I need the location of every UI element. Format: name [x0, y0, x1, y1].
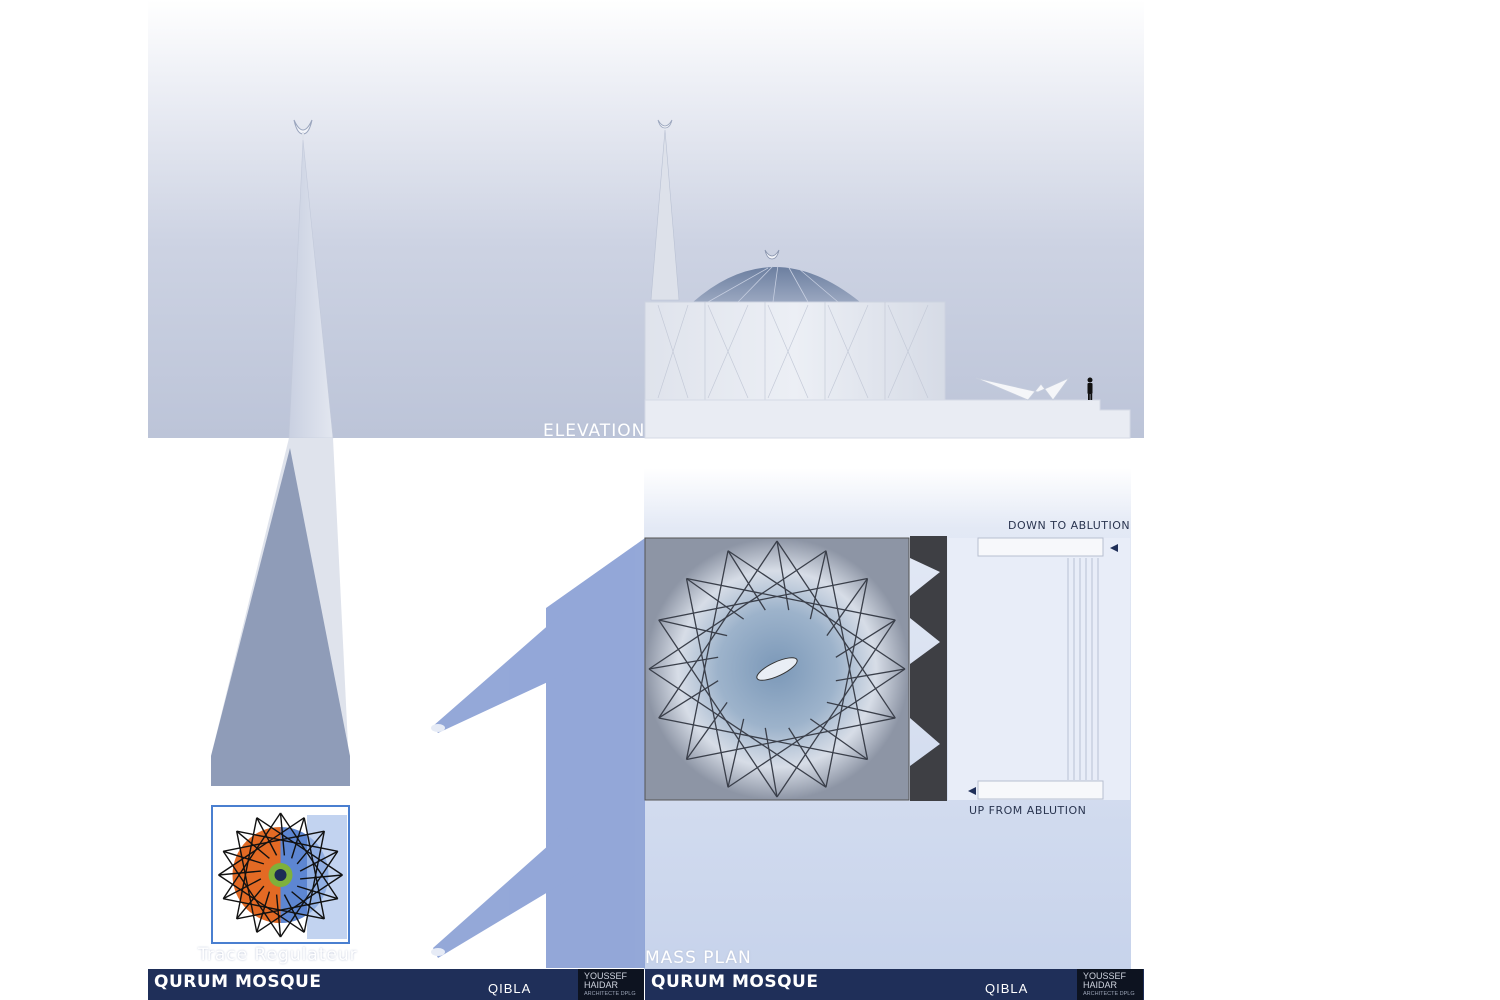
- crescent-logo-icon: [1029, 973, 1044, 998]
- orange-half: [232, 827, 281, 923]
- arrow-down-marker: [1110, 544, 1118, 552]
- dome-crescent: [764, 249, 780, 260]
- courtyard: [948, 538, 1130, 800]
- trace-regulateur-diagram: [211, 805, 350, 944]
- tall-minaret-spire: [288, 139, 334, 439]
- author-title: ARCHITECTE DPLG: [1083, 991, 1135, 997]
- author-last-name: HAIDAR: [1083, 980, 1118, 990]
- dome: [693, 267, 860, 302]
- author-title: ARCHITECTE DPLG: [584, 991, 636, 997]
- project-title: QURUM MOSQUE: [651, 972, 819, 992]
- mass-plan-drawing: [431, 468, 1131, 970]
- project-title: QURUM MOSQUE: [154, 972, 322, 992]
- author-credit: YOUSSEF HAIDAR ARCHITECTE DPLG: [578, 969, 644, 1000]
- mass-plan-label: MASS PLAN: [645, 948, 752, 968]
- small-minaret-spire: [650, 129, 680, 301]
- plinth: [644, 399, 1131, 439]
- minaret-lower-drawing: [211, 438, 350, 786]
- arrow-up-marker: [968, 787, 976, 795]
- author-first-name: YOUSSEF: [1083, 971, 1127, 981]
- title-block-right: QURUM MOSQUE QIBLA YOUSSEF HAIDAR ARCHIT…: [645, 969, 1144, 1000]
- cast-shadow: [433, 538, 645, 968]
- brand-name: QIBLA: [985, 981, 1029, 996]
- service-band: [910, 536, 947, 801]
- up-from-ablution-label: UP FROM ABLUTION: [969, 804, 1087, 817]
- entrance-canopy: [975, 377, 1071, 401]
- elevation-label: ELEVATION: [543, 421, 646, 441]
- crescent-logo-icon: [532, 973, 547, 998]
- title-block-left: QURUM MOSQUE QIBLA YOUSSEF HAIDAR ARCHIT…: [148, 969, 644, 1000]
- brand-name: QIBLA: [488, 981, 532, 996]
- prayer-hall-volume: [644, 301, 946, 401]
- minaret-lower-face: [211, 448, 350, 786]
- author-last-name: HAIDAR: [584, 980, 619, 990]
- dome-oculus: [756, 657, 798, 681]
- author-first-name: YOUSSEF: [584, 971, 628, 981]
- human-scale-figure: [1087, 377, 1093, 400]
- poster-sheet: ELEVATION Trace Regulateur: [148, 0, 1144, 1000]
- author-credit: YOUSSEF HAIDAR ARCHITECTE DPLG: [1077, 969, 1143, 1000]
- down-to-ablution-label: DOWN TO ABLUTION: [1008, 519, 1131, 532]
- trace-regulateur-label: Trace Regulateur: [198, 945, 358, 965]
- tall-minaret-crescent: [293, 119, 313, 135]
- small-minaret-crescent: [657, 119, 673, 129]
- elevation-drawing: [288, 119, 1131, 439]
